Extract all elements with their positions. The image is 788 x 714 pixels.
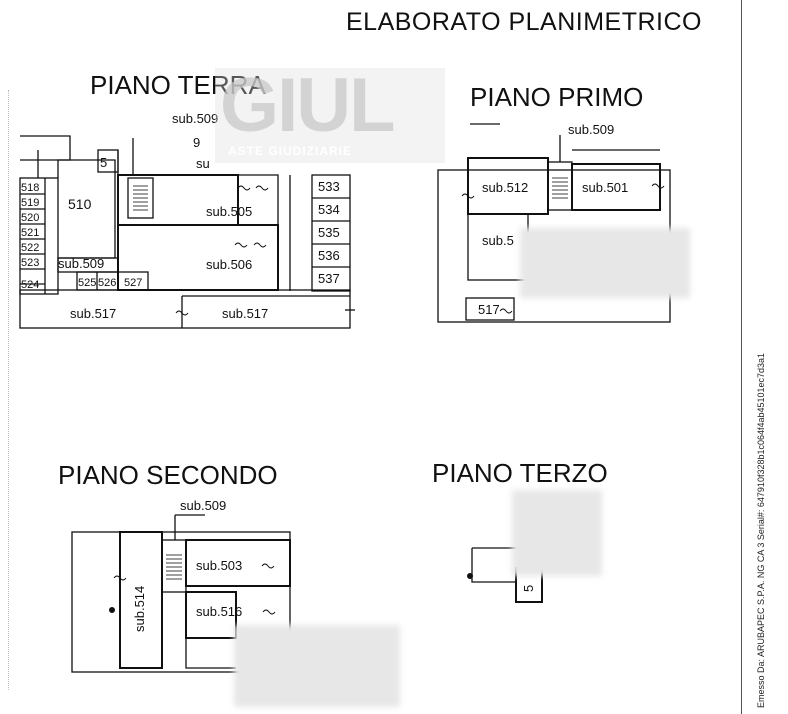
document-title: ELABORATO PLANIMETRICO [346, 8, 702, 36]
label-521: 521 [21, 227, 39, 239]
label-523: 523 [21, 257, 39, 269]
label-p-sub509: sub.509 [568, 122, 614, 137]
redaction-primo [520, 228, 690, 298]
label-s-sub503: sub.503 [196, 558, 242, 573]
label-519: 519 [21, 197, 39, 209]
label-536: 536 [318, 248, 340, 263]
label-s-sub514: sub.514 [132, 586, 147, 632]
label-sub517a: sub.517 [70, 306, 116, 321]
label-524: 524 [21, 279, 39, 291]
label-p-517: 517 [478, 302, 500, 317]
label-s-sub509: sub.509 [180, 498, 226, 513]
signature-stamp: Emesso Da: ARUBAPEC S.P.A. NG CA 3 Seria… [756, 352, 766, 708]
label-533: 533 [318, 179, 340, 194]
plan-piano-terra [19, 135, 355, 329]
label-sub505: sub.505 [206, 204, 252, 219]
floor-title-secondo: PIANO SECONDO [58, 460, 278, 490]
label-526: 526 [98, 277, 116, 289]
watermark-text: ASTE GIUDIZIARIE [228, 144, 353, 158]
watermark-box [215, 68, 445, 163]
label-537: 537 [318, 271, 340, 286]
label-520: 520 [21, 212, 39, 224]
floor-title-terra: PIANO TERRA [90, 70, 266, 100]
label-su: su [196, 156, 210, 171]
label-510: 510 [68, 196, 92, 212]
entry-dot-secondo [109, 607, 115, 613]
label-518: 518 [21, 182, 39, 194]
label-p-sub512: sub.512 [482, 180, 528, 195]
label-sub517b: sub.517 [222, 306, 268, 321]
label-534: 534 [318, 202, 340, 217]
floor-title-primo: PIANO PRIMO [470, 82, 644, 112]
label-5: 5 [100, 155, 107, 170]
redaction-secondo [234, 625, 400, 707]
label-535: 535 [318, 225, 340, 240]
label-s-sub516: sub.516 [196, 604, 242, 619]
label-sub506: sub.506 [206, 257, 252, 272]
watermark-logo: GIUL [220, 63, 396, 148]
plan-piano-secondo [71, 514, 291, 673]
label-525: 525 [78, 277, 96, 289]
label-z-5: 5 [521, 585, 536, 592]
label-sub509: sub.509 [58, 256, 104, 271]
floor-title-terzo: PIANO TERZO [432, 458, 608, 488]
label-522: 522 [21, 242, 39, 254]
label-527: 527 [124, 277, 142, 289]
redaction-terzo [512, 490, 602, 576]
page-border [741, 0, 742, 714]
label-p-sub501: sub.501 [582, 180, 628, 195]
label-sub509-top: sub.509 [172, 111, 218, 126]
margin-dots [8, 90, 13, 690]
label-p-sub5: sub.5 [482, 233, 514, 248]
entry-dot-terzo [467, 573, 473, 579]
label-9: 9 [193, 135, 200, 150]
